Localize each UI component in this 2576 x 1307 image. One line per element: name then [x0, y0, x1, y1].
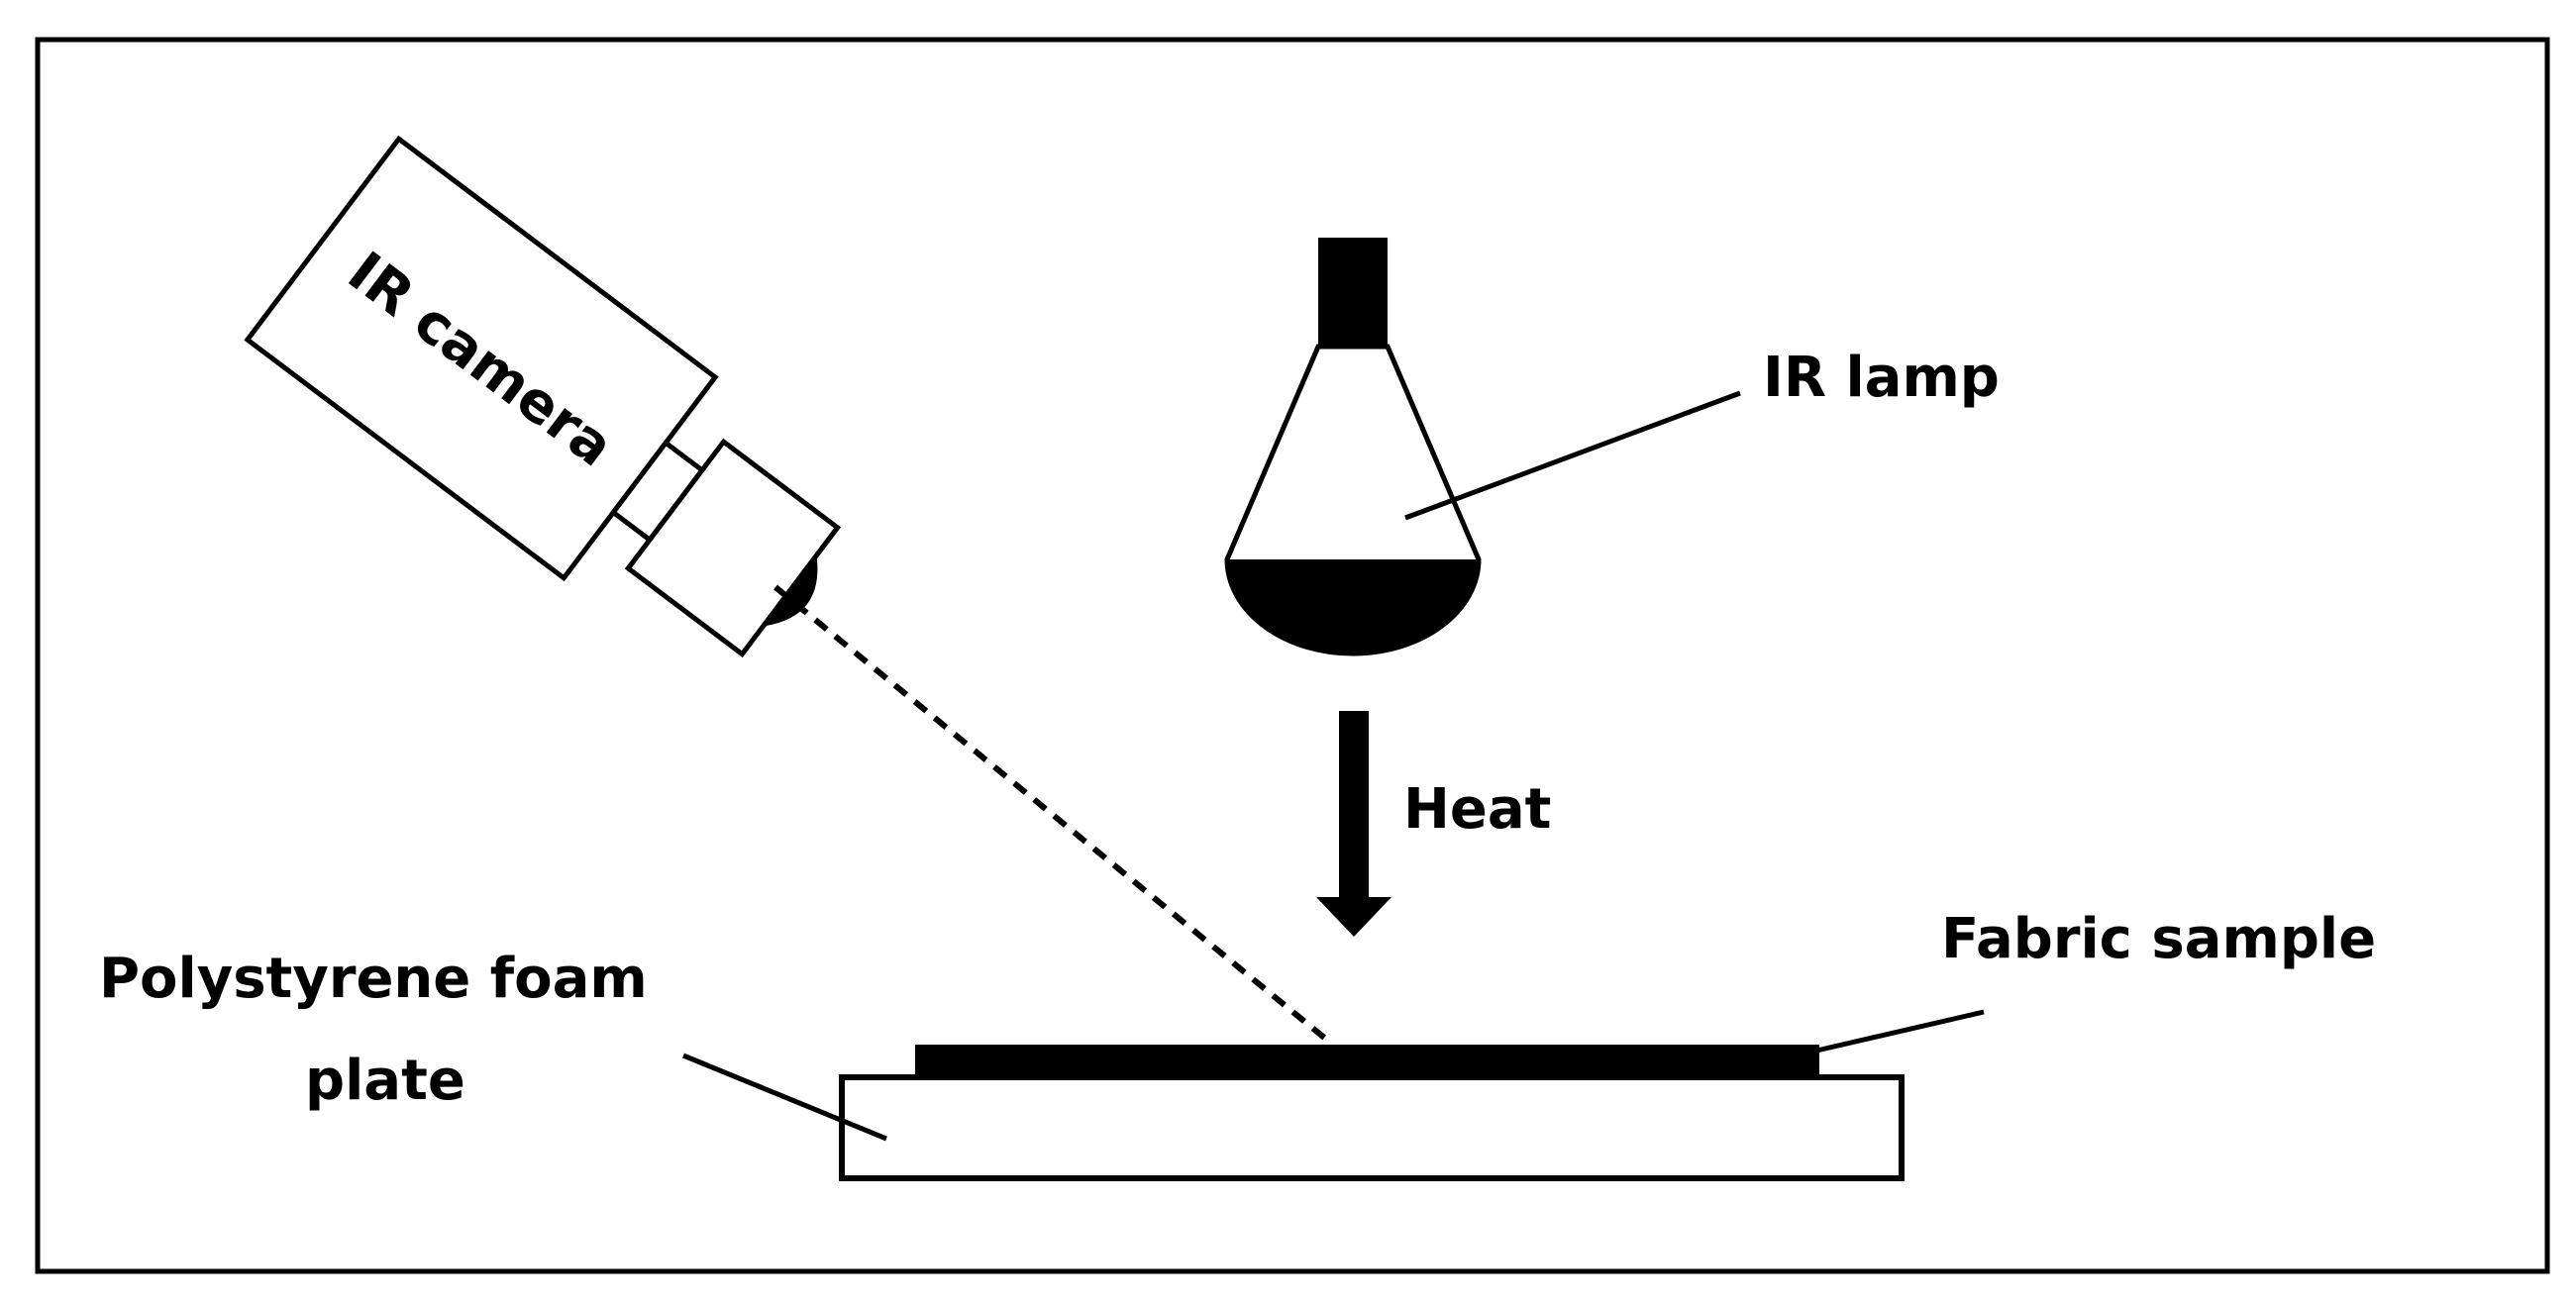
- foam-plate-leader-line: [682, 1053, 887, 1142]
- fabric-sample-leader-line: [1811, 1009, 1985, 1055]
- ir-lamp-leader-line: [1404, 390, 1741, 521]
- fabric-sample-label: Fabric sample: [1941, 907, 2376, 971]
- polystyrene-foam-plate: [839, 1074, 1905, 1181]
- heat-label: Heat: [1403, 777, 1551, 842]
- ir-camera: IR camera: [244, 135, 842, 658]
- heat-arrow-head: [1316, 897, 1391, 937]
- lamp-bulb-fill: [1227, 559, 1479, 654]
- foam-plate-label-line1: Polystyrene foam: [99, 947, 648, 1011]
- heat-arrow: [1316, 711, 1391, 937]
- fabric-sample: [915, 1045, 1819, 1077]
- camera-sightline: [773, 584, 1331, 1045]
- ir-lamp: [1224, 238, 1482, 656]
- heat-arrow-shaft: [1339, 711, 1369, 899]
- foam-plate-label-line2: plate: [305, 1049, 465, 1113]
- camera-lens: [760, 552, 818, 628]
- lamp-neck: [1318, 238, 1388, 347]
- ir-lamp-label: IR lamp: [1763, 346, 2000, 410]
